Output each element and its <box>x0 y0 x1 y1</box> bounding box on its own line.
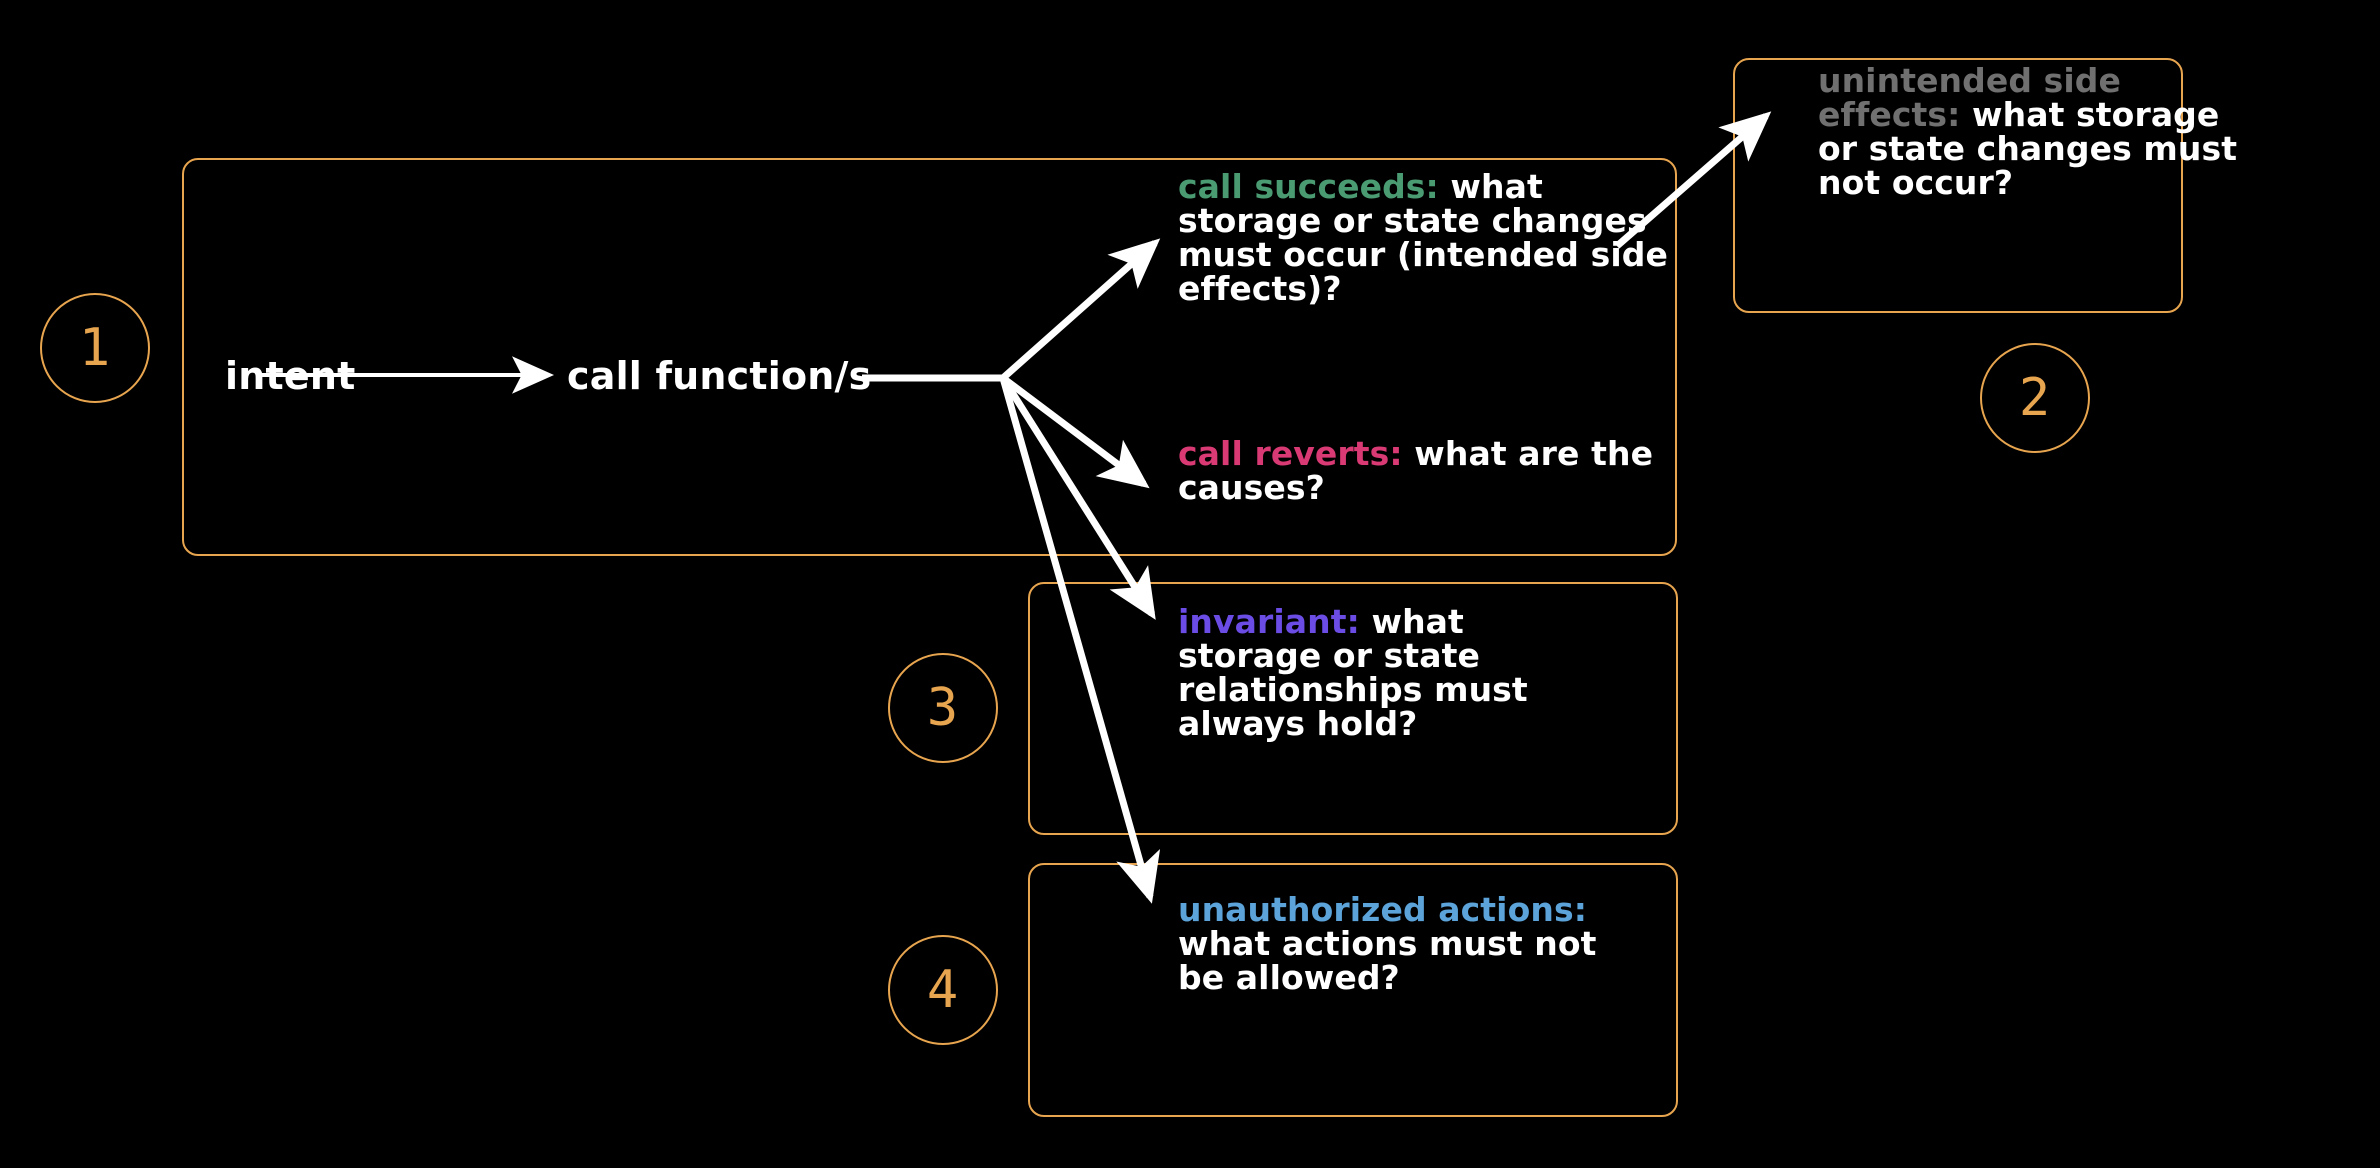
call-succeeds-accent: call succeeds: <box>1178 167 1439 206</box>
unintended-side-effects-text: unintended side effects: what storage or… <box>1818 64 2268 200</box>
intent-label: intent <box>225 354 356 398</box>
unintended-side-effects-accent: unintended side effects: <box>1818 61 2122 134</box>
unauthorized-actions-body: what actions must not be allowed? <box>1178 923 1597 997</box>
call-reverts-accent: call reverts: <box>1178 434 1403 473</box>
unauthorized-actions-text: unauthorized actions: what actions must … <box>1178 893 1638 995</box>
call-reverts-text: call reverts: what are the causes? <box>1178 437 1658 505</box>
step-number-3: 3 <box>888 653 998 763</box>
call-succeeds-body: what storage or state changes must occur… <box>1178 167 1668 308</box>
invariant-body: what storage or state relationships must… <box>1178 602 1528 743</box>
unauthorized-actions-accent: unauthorized actions: <box>1178 890 1587 929</box>
unauthorized-actions-box <box>1028 863 1678 1117</box>
main-flow-box <box>182 158 1677 556</box>
unintended-side-effects-body: what storage or state changes must not o… <box>1818 94 2238 202</box>
invariant-text: invariant: what storage or state relatio… <box>1178 605 1598 741</box>
step-number-1: 1 <box>40 293 150 403</box>
call-succeeds-text: call succeeds: what storage or state cha… <box>1178 170 1678 306</box>
step-number-2: 2 <box>1980 343 2090 453</box>
step-number-4: 4 <box>888 935 998 1045</box>
call-reverts-body: what are the causes? <box>1178 434 1654 507</box>
call-function-label: call function/s <box>567 354 872 398</box>
invariant-accent: invariant: <box>1178 602 1360 641</box>
